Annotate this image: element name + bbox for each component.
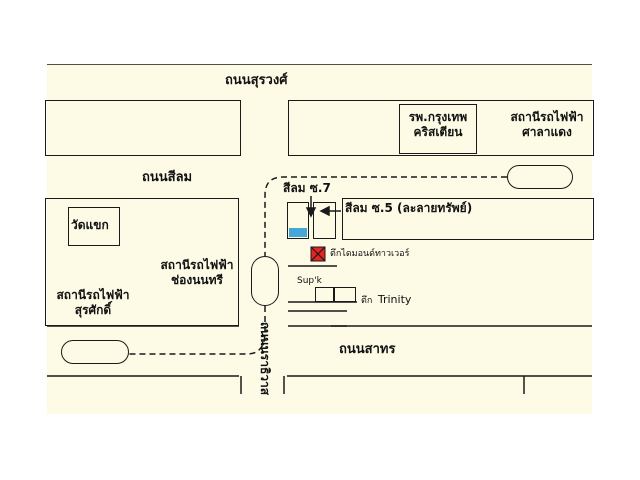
block-top-right [288, 100, 594, 156]
silom-soi7-label: สีลม ซ.7 [283, 181, 331, 195]
wat-khaek-label: วัดแขก [71, 218, 109, 232]
hospital-label-line1: รพ.กรุงเทพ [408, 110, 468, 124]
sala-daeng-station-marker [507, 165, 573, 189]
block-soi7-left [287, 202, 309, 239]
road-label-silom: ถนนสีลม [142, 170, 193, 185]
water-tank [289, 228, 307, 237]
map-lines [47, 64, 592, 394]
trinity-name: Trinity [377, 293, 412, 306]
block-top-left [45, 100, 241, 156]
arrow-left-icon [319, 205, 341, 217]
road-label-narathiwat: ถนนนราธิวาส [258, 321, 273, 396]
surasak-line2: สุรศักดิ์ [74, 303, 112, 317]
surasak-station-label: สถานีรถไฟฟ้า สุรศักดิ์ [43, 288, 143, 318]
road-label-sathorn: ถนนสาทร [339, 342, 396, 357]
diamond-tower-label: ตึกไดมอนด์ทาวเวอร์ [330, 249, 410, 259]
bts-dashed-line [129, 176, 507, 355]
target-x-marker-icon [310, 246, 326, 262]
supk-label: Sup'k [297, 276, 322, 286]
hospital-label: รพ.กรุงเทพ คริสเตียน [399, 110, 477, 140]
block-soi5 [342, 198, 594, 240]
surasak-station-marker [61, 340, 129, 364]
chong-nonsi-station-label: สถานีรถไฟฟ้า ช่องนนทรี [143, 258, 251, 288]
trinity-prefix: ตึก [361, 296, 373, 306]
sala-daeng-station-label: สถานีรถไฟฟ้า ศาลาแดง [497, 110, 597, 140]
map-canvas: ถนนสุรวงศ์ ถนนสีลม ถนนสาทร ถนนนราธิวาส ร… [45, 64, 594, 414]
hospital-label-line2: คริสเตียน [413, 125, 463, 139]
chong-nonsi-station-marker [251, 256, 279, 306]
sala-daeng-line1: สถานีรถไฟฟ้า [510, 110, 584, 124]
block-soi7-right [313, 202, 336, 239]
soi7-down-arrow-icon [305, 196, 317, 218]
road-label-surawong: ถนนสุรวงศ์ [225, 73, 288, 88]
sala-daeng-line2: ศาลาแดง [522, 125, 572, 139]
chong-nonsi-line2: ช่องนนทรี [171, 273, 223, 287]
silom-soi5-label: สีลม ซ.5 (ละลายทรัพย์) [345, 201, 473, 215]
surasak-line1: สถานีรถไฟฟ้า [56, 288, 130, 302]
hospital-building [399, 104, 477, 154]
wat-khaek-building [68, 207, 120, 246]
chong-nonsi-line1: สถานีรถไฟฟ้า [160, 258, 234, 272]
trinity-label: ตึก Trinity [361, 288, 411, 308]
